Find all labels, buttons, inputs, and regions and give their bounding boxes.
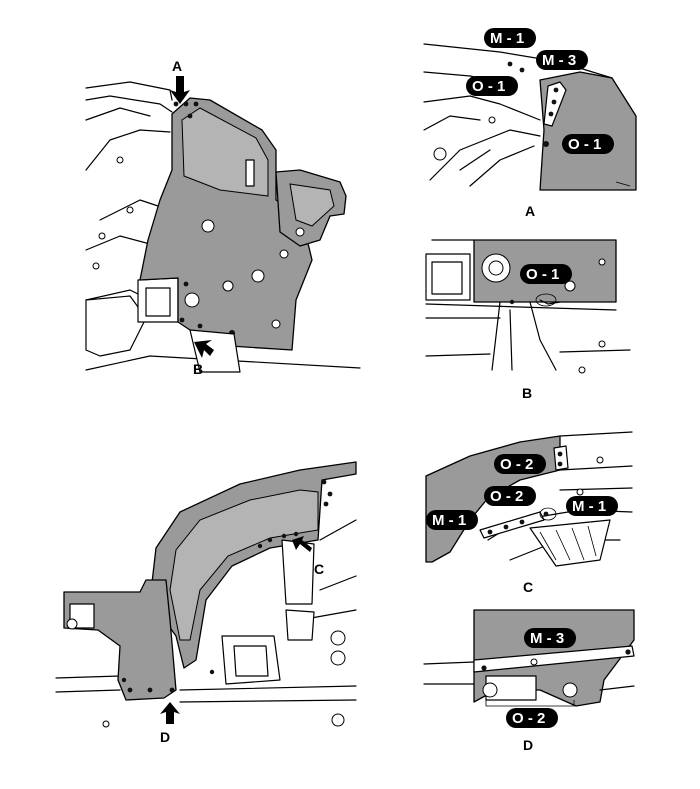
svg-text:O - 2: O - 2 xyxy=(500,456,533,473)
badge-d-o2: O - 2 xyxy=(506,708,558,728)
detail-a-caption: A xyxy=(525,203,535,219)
detail-d-view xyxy=(423,609,635,707)
svg-text:M - 3: M - 3 xyxy=(542,52,576,69)
arrow-d: D xyxy=(160,702,180,745)
detail-b-view xyxy=(425,239,631,374)
detail-b-caption: B xyxy=(522,385,532,401)
svg-text:O - 2: O - 2 xyxy=(512,710,545,727)
badge-c-o2-mid: O - 2 xyxy=(484,486,536,506)
detail-c-caption: C xyxy=(523,579,533,595)
arrow-d-label: D xyxy=(160,729,170,745)
badge-c-m1-left: M - 1 xyxy=(426,510,478,530)
badge-b-o1: O - 1 xyxy=(520,264,572,284)
badge-a-o1-top: O - 1 xyxy=(466,76,518,96)
svg-text:O - 2: O - 2 xyxy=(490,488,523,505)
arrow-c: C xyxy=(292,536,324,577)
overview-bottom-panel xyxy=(55,461,357,728)
badge-d-m3: M - 3 xyxy=(524,628,576,648)
arrow-b: B xyxy=(193,340,214,377)
badge-a-o1-bottom: O - 1 xyxy=(562,134,614,154)
svg-text:M - 1: M - 1 xyxy=(572,498,606,515)
overview-top-panel xyxy=(85,81,361,373)
svg-text:M - 1: M - 1 xyxy=(432,512,466,529)
detail-a-view xyxy=(423,43,637,191)
svg-text:O - 1: O - 1 xyxy=(568,136,601,153)
svg-text:O - 1: O - 1 xyxy=(526,266,559,283)
arrow-b-label: B xyxy=(193,361,203,377)
svg-text:O - 1: O - 1 xyxy=(472,78,505,95)
badge-c-o2-top: O - 2 xyxy=(494,454,546,474)
arrow-c-label: C xyxy=(314,561,324,577)
badge-c-m1-right: M - 1 xyxy=(566,496,618,516)
arrow-a-label: A xyxy=(172,58,182,74)
badge-a-m1: M - 1 xyxy=(484,28,536,48)
svg-text:M - 1: M - 1 xyxy=(490,30,524,47)
detail-d-caption: D xyxy=(523,737,533,753)
svg-text:M - 3: M - 3 xyxy=(530,630,564,647)
badge-a-m3: M - 3 xyxy=(536,50,588,70)
arrow-a: A xyxy=(170,58,190,104)
